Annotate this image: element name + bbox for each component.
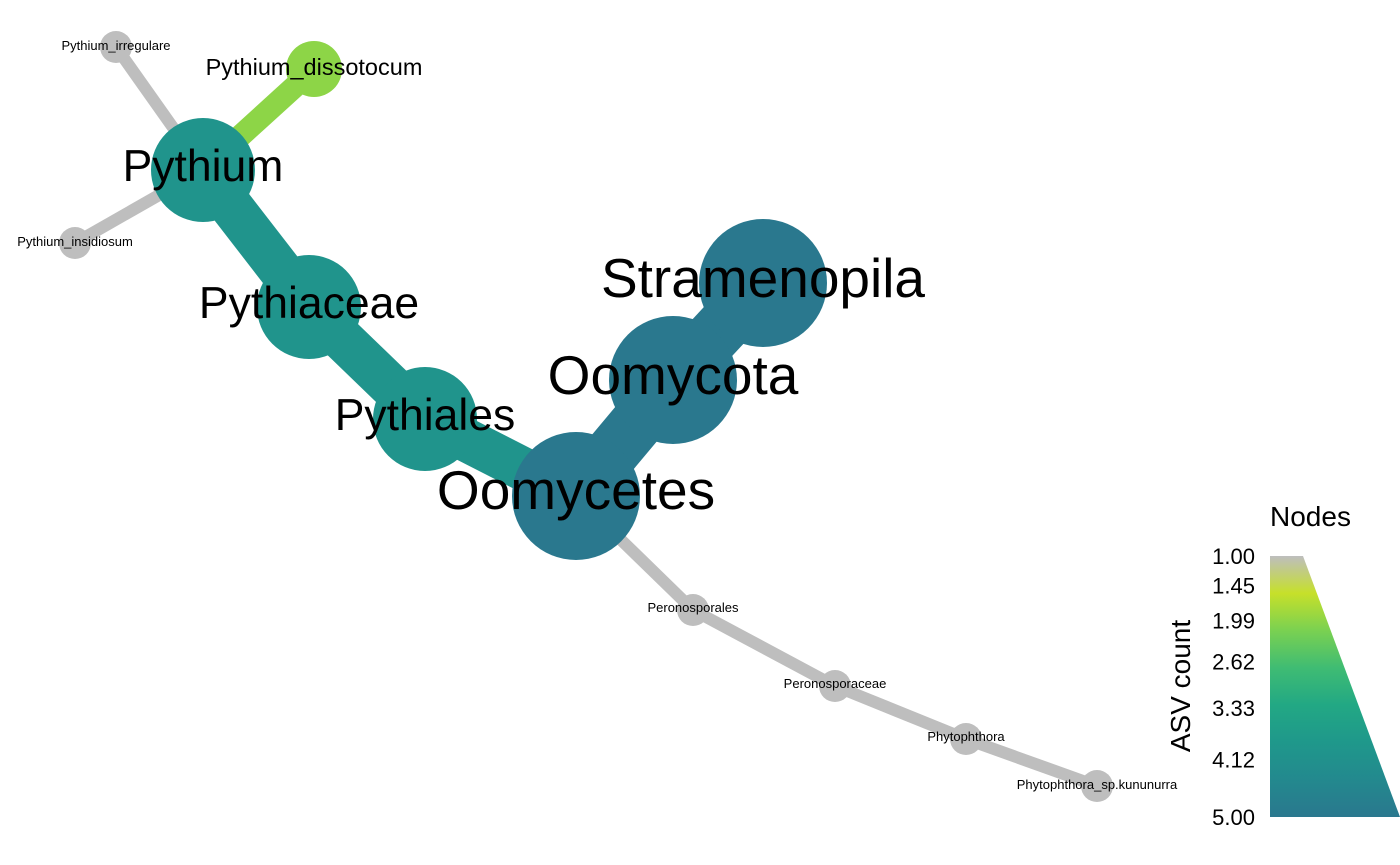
node-label-peronosporales: Peronosporales xyxy=(647,600,739,615)
node-label-phytophthora_sp_kununurra: Phytophthora_sp.kununurra xyxy=(1017,777,1178,792)
legend-tick-label: 1.45 xyxy=(1212,573,1255,598)
node-pythium_insidiosum xyxy=(59,227,91,259)
node-pythium_irregulare xyxy=(100,31,132,63)
node-stramenopila xyxy=(699,219,827,347)
node-label-pythium_insidiosum: Pythium_insidiosum xyxy=(17,234,133,249)
legend-tick-label: 5.00 xyxy=(1212,805,1255,830)
legend-tick-label: 3.33 xyxy=(1212,696,1255,721)
legend-title: Nodes xyxy=(1270,501,1351,532)
legend-tick-label: 1.99 xyxy=(1212,609,1255,634)
nodes-layer xyxy=(59,31,1113,802)
node-label-pythiaceae: Pythiaceae xyxy=(199,279,419,328)
edge-phytophthora-phytophthora_sp_kununurra xyxy=(963,733,1100,792)
node-oomycota xyxy=(609,316,737,444)
node-label-pythium: Pythium xyxy=(123,142,284,191)
node-label-pythium_dissotocum: Pythium_dissotocum xyxy=(206,54,423,80)
node-peronosporaceae xyxy=(819,670,851,702)
legend-color-ramp xyxy=(1270,556,1400,817)
legend-ticks: 1.00 1.45 1.99 2.62 3.33 4.12 5.00 xyxy=(1212,544,1255,830)
node-label-pythiales: Pythiales xyxy=(335,391,516,440)
node-peronosporales xyxy=(677,594,709,626)
edge-peronosporales-peronosporaceae xyxy=(690,604,838,692)
node-pythiales xyxy=(373,367,477,471)
node-oomycetes xyxy=(512,432,640,560)
node-pythiaceae xyxy=(257,255,361,359)
node-label-phytophthora: Phytophthora xyxy=(927,729,1005,744)
node-phytophthora xyxy=(950,723,982,755)
node-pythium_dissotocum xyxy=(286,41,342,97)
node-label-oomycota: Oomycota xyxy=(548,344,799,406)
node-label-oomycetes: Oomycetes xyxy=(437,459,715,521)
node-phytophthora_sp_kununurra xyxy=(1081,770,1113,802)
node-label-pythium_irregulare: Pythium_irregulare xyxy=(61,38,170,53)
edge-peronosporaceae-phytophthora xyxy=(832,680,969,745)
legend-tick-label: 1.00 xyxy=(1212,544,1255,569)
node-label-peronosporaceae: Peronosporaceae xyxy=(784,676,887,691)
legend: Nodes ASV count 1.00 1.45 1.99 2.62 3.33 4.12… xyxy=(1165,501,1400,830)
legend-tick-label: 2.62 xyxy=(1212,650,1255,675)
node-pythium xyxy=(151,118,255,222)
node-label-stramenopila: Stramenopila xyxy=(601,247,925,309)
legend-axis-label: ASV count xyxy=(1165,620,1196,753)
legend-tick-label: 4.12 xyxy=(1212,748,1255,773)
